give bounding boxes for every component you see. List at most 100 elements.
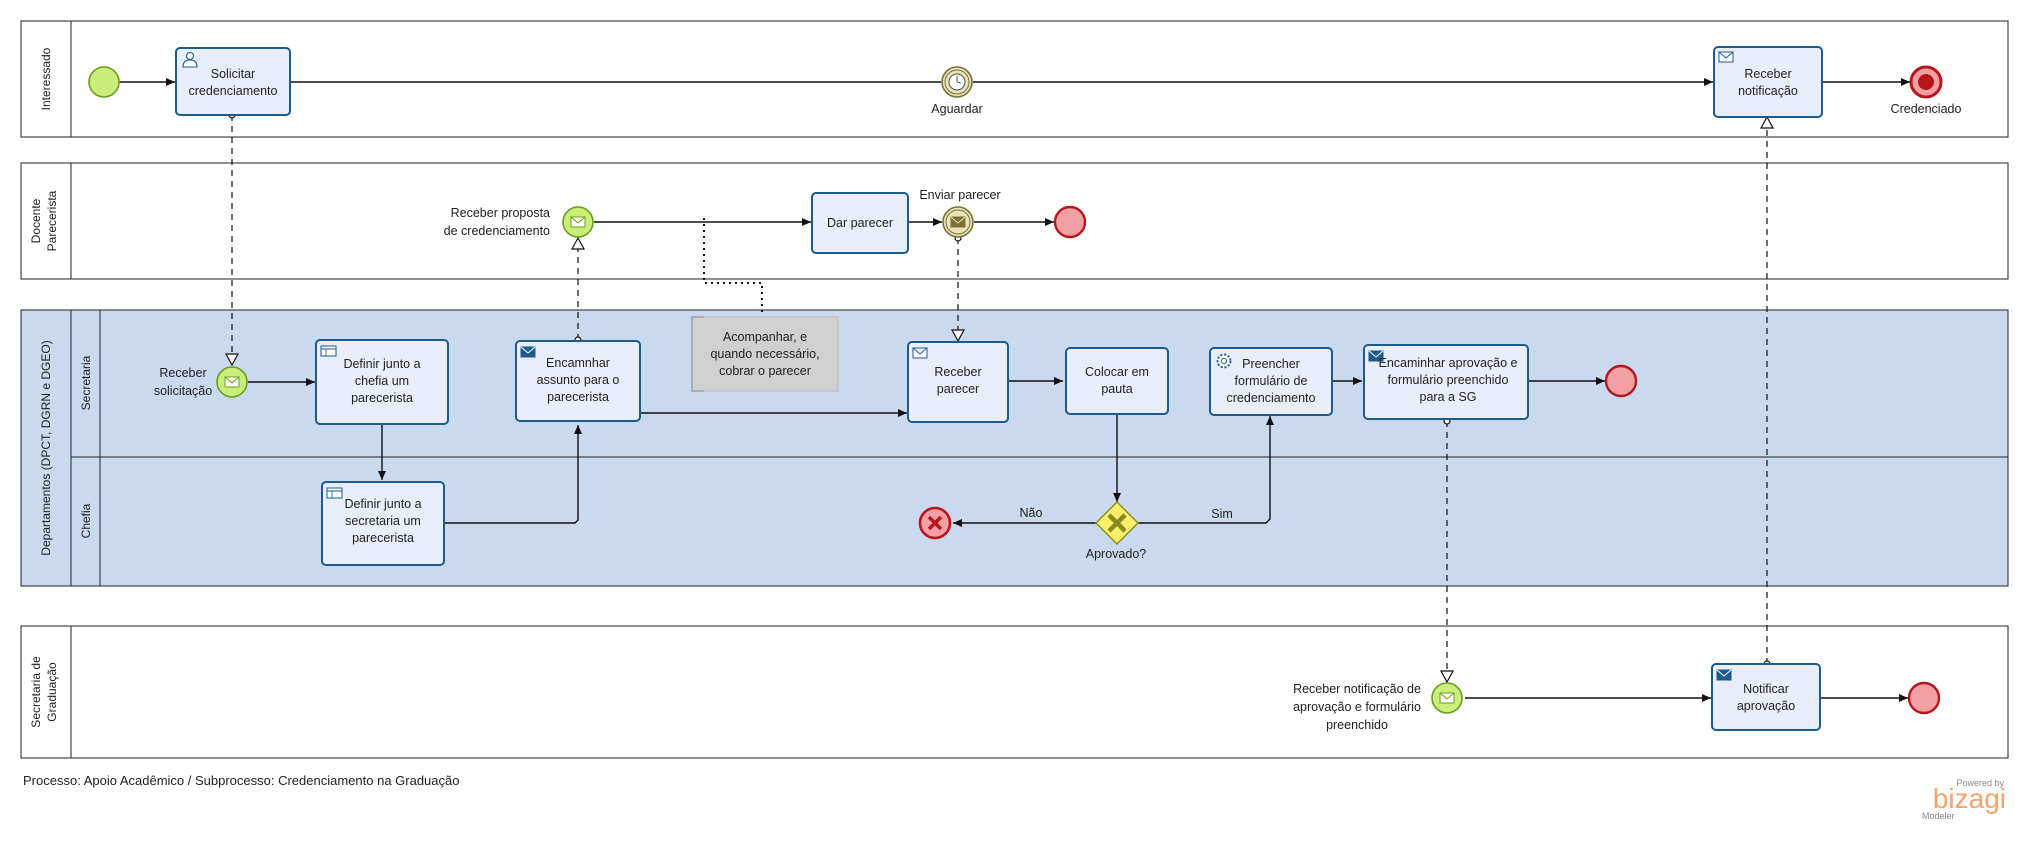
pool-secretaria-graduacao: Secretaria de Graduação [20,625,2009,759]
envelope-filled-icon [520,346,536,358]
task-definir-chefia-line1: Definir junto a [343,357,420,371]
task-preencher-formulario[interactable]: Preencher formulário de credenciamento [1209,347,1333,416]
pool-label-sg-2: Graduação [45,662,59,722]
throw-message-event-enviar-parecer[interactable] [942,206,974,238]
annotation-line3: cobrar o parecer [719,364,811,378]
pool-docente-parecerista: Docente Parecerista [20,162,2009,280]
envelope-icon [1439,692,1455,704]
sequence-flows [119,78,1910,702]
close-icon [927,515,943,531]
task-receber-notificacao-line2: notificação [1738,84,1798,98]
task-notificar-aprovacao[interactable]: Notificar aprovação [1711,663,1821,731]
task-preencher-line1: Preencher [1242,357,1300,371]
gear-icon [1216,353,1232,369]
annotation-line2: quando necessário, [710,347,819,361]
envelope-filled-icon [1716,669,1732,681]
task-definir-secretaria-line2: secretaria um [345,514,421,528]
label-nao[interactable]: Não [1020,506,1043,520]
task-colocar-pauta-line1: Colocar em [1085,365,1149,379]
task-notificar-line2: aprovação [1737,699,1795,713]
bizagi-logo: Powered by bizagi Modeler [1922,778,2006,821]
pool-label-interessado: Interessado [39,47,53,110]
exclusive-x-icon [1107,513,1127,533]
task-encaminhar-aprovacao-line2: formulário preenchido [1388,373,1509,387]
envelope-filled-icon [950,216,966,228]
pool-interessado: Interessado [20,20,2009,138]
timer-event-aguardar[interactable] [941,66,973,98]
envelope-icon [570,216,586,228]
user-icon [182,51,198,68]
task-receber-parecer-line2: parecer [937,382,979,396]
envelope-filled-icon [1368,350,1384,362]
task-dar-parecer-line1: Dar parecer [827,216,893,230]
label-receber-proposta-2: de credenciamento [444,224,550,238]
table-icon [326,487,343,499]
end-event-credenciado[interactable] [1909,65,1943,99]
logo-brand: bizagi [1933,783,2006,814]
error-end-event-nao[interactable] [918,506,952,540]
task-colocar-pauta-line2: pauta [1101,382,1132,396]
task-preencher-line3: credenciamento [1227,391,1316,405]
logo-sub: Modeler [1922,811,1955,821]
label-receber-notif-2: aprovação e formulário [1293,700,1421,714]
label-aprovado: Aprovado? [1086,547,1147,561]
task-definir-secretaria-line3: parecerista [352,531,414,545]
envelope-icon [1718,51,1734,63]
task-receber-parecer[interactable]: Receber parecer [907,341,1009,423]
message-flows [232,115,1767,682]
task-encaminhar-aprovacao-line1: Encaminhar aprovação e [1379,356,1518,370]
pool-label-docente: Docente [29,198,43,243]
footer-process-label: Processo: Apoio Acadêmico / Subprocesso:… [23,773,459,788]
label-receber-notif-1: Receber notificação de [1293,682,1421,696]
end-event-docente[interactable] [1053,205,1087,239]
label-credenciado: Credenciado [1891,102,1962,116]
lane-label-secretaria: Secretaria [79,355,93,410]
task-definir-chefia-line2: chefia um [355,374,409,388]
start-event-interessado[interactable] [88,66,120,98]
pool-label-parecerista: Parecerista [45,190,59,251]
task-receber-notificacao-line1: Receber [1744,67,1791,81]
task-preencher-line2: formulário de [1235,374,1308,388]
start-message-event-receber-solicitacao[interactable] [216,366,248,398]
task-definir-secretaria-line1: Definir junto a [344,497,421,511]
task-colocar-em-pauta[interactable]: Colocar em pauta [1065,347,1169,415]
end-event-secretaria[interactable] [1604,364,1638,398]
task-receber-parecer-line1: Receber [934,365,981,379]
text-annotation[interactable]: Acompanhar, e quando necessário, cobrar … [691,316,839,392]
task-definir-chefia-line3: parecerista [351,391,413,405]
task-encaminhar-assunto-line3: parecerista [547,390,609,404]
task-encaminhar-assunto-line2: assunto para o [537,373,620,387]
start-message-event-receber-proposta[interactable] [562,206,594,238]
annotation-line1: Acompanhar, e [723,330,807,344]
start-message-event-receber-notificacao-aprovacao[interactable] [1431,682,1463,714]
pool-label-departamentos: Departamentos (DPCT, DGRN e DGEO) [39,340,53,555]
pool-label-sg-1: Secretaria de [29,656,43,728]
task-definir-junto-secretaria[interactable]: Definir junto a secretaria um parecerist… [321,481,445,566]
task-dar-parecer[interactable]: Dar parecer [811,192,909,254]
label-aguardar: Aguardar [931,102,982,116]
annotation-association [703,218,763,316]
task-receber-notificacao[interactable]: Receber notificação [1713,46,1823,118]
task-encaminhar-aprovacao[interactable]: Encaminhar aprovação e formulário preenc… [1363,344,1529,420]
label-sim[interactable]: Sim [1211,507,1233,521]
logo-powered: Powered by [1956,778,2004,788]
envelope-icon [224,376,240,388]
task-solicitar-line1: Solicitar [211,67,255,81]
label-enviar-parecer: Enviar parecer [919,188,1000,202]
task-notificar-line1: Notificar [1743,682,1789,696]
task-definir-junto-chefia[interactable]: Definir junto a chefia um parecerista [315,339,449,425]
lane-label-chefia: Chefia [79,503,93,538]
label-receber-solicitacao-1: Receber [159,366,206,380]
label-receber-solicitacao-2: solicitação [154,384,212,398]
task-solicitar-line2: credenciamento [189,84,278,98]
gateway-aprovado[interactable] [1095,501,1139,545]
label-receber-notif-3: preenchido [1326,718,1388,732]
task-encaminhar-aprovacao-line3: para a SG [1420,390,1477,404]
end-event-sg[interactable] [1907,681,1941,715]
label-receber-proposta-1: Receber proposta [451,206,550,220]
task-encaminhar-assunto[interactable]: Encamnhar assunto para o parecerista [515,340,641,422]
envelope-icon [912,347,928,359]
task-encaminhar-assunto-line1: Encamnhar [546,356,610,370]
task-solicitar-credenciamento[interactable]: Solicitar credenciamento [175,47,291,116]
